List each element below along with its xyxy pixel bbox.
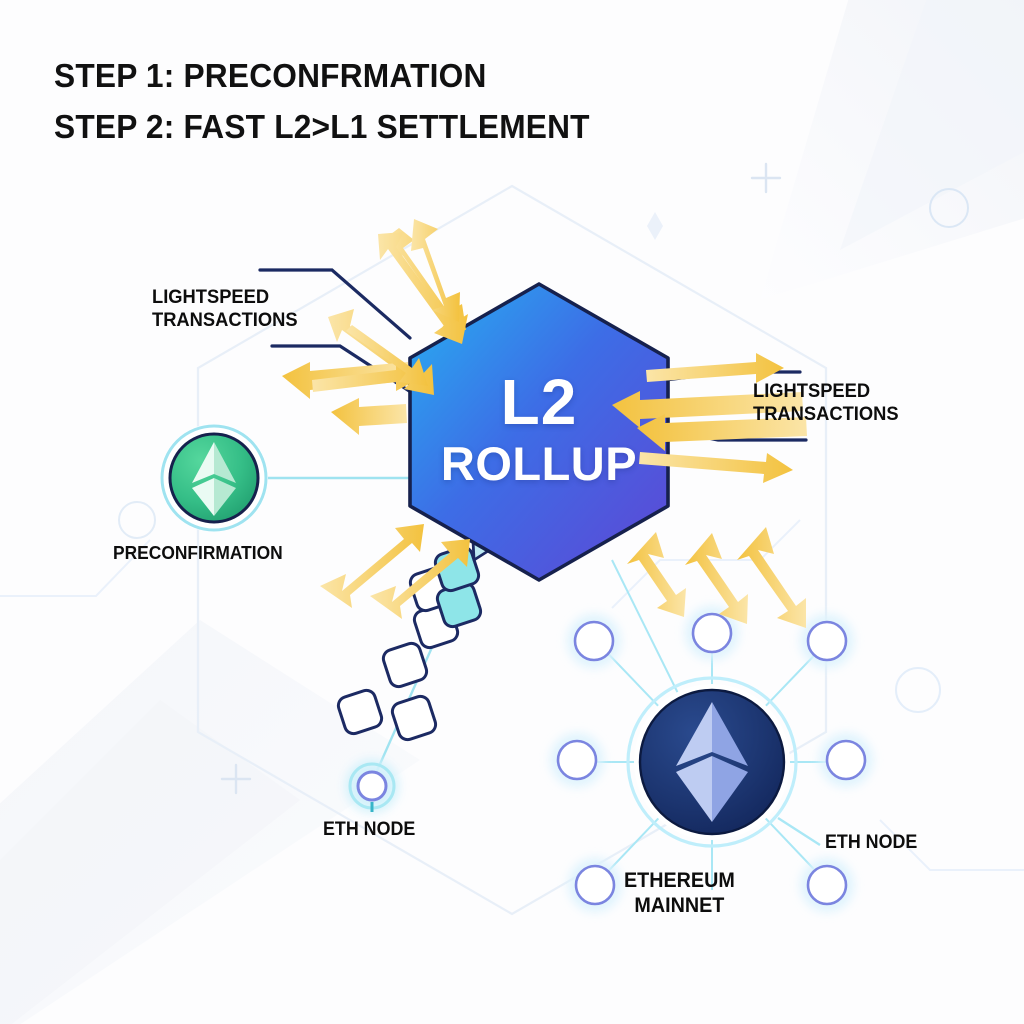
label-lightspeed-right-line1: LIGHTSPEED (753, 380, 871, 402)
label-lightspeed-left: LIGHTSPEED TRANSACTIONS (152, 286, 298, 333)
l2-rollup-hexagon[interactable] (408, 282, 670, 582)
preconfirmation-node[interactable] (160, 424, 268, 532)
chain-block (336, 565, 460, 742)
label-preconfirmation: PRECONFIRMATION (113, 542, 283, 563)
heading-block: STEP 1: PRECONFRMATION STEP 2: FAST L2>L… (54, 50, 754, 152)
mainnet-network (550, 559, 873, 912)
eth-node-left-icon (345, 759, 399, 813)
mainnet-outer-ring (626, 676, 798, 848)
label-mainnet-line2: MAINNET (634, 894, 725, 918)
heading-step-2: STEP 2: FAST L2>L1 SETTLEMENT (54, 108, 590, 146)
label-ethereum-mainnet: ETHEREUM MAINNET (624, 868, 735, 918)
ethereum-diamond-icon (676, 702, 748, 822)
label-lightspeed-right-line2: TRANSACTIONS (753, 403, 899, 426)
heading-step-1: STEP 1: PRECONFRMATION (54, 57, 487, 94)
label-eth-node-right: ETH NODE (825, 832, 918, 853)
label-eth-node-left: ETH NODE (323, 819, 416, 840)
satellite-nodes (550, 606, 873, 912)
label-mainnet-line1: ETHEREUM (624, 869, 735, 892)
ethereum-diamond-green-icon (192, 442, 236, 516)
arrow-double-topleft-1 (383, 228, 466, 330)
block-chain (336, 519, 512, 783)
label-lightspeed-left-line2: TRANSACTIONS (152, 309, 298, 332)
lightspeed-arrows (282, 219, 807, 628)
label-lightspeed-left-line1: LIGHTSPEED (152, 286, 270, 308)
label-lightspeed-right: LIGHTSPEED TRANSACTIONS (753, 380, 899, 427)
eth-node-right-leader (777, 816, 821, 847)
